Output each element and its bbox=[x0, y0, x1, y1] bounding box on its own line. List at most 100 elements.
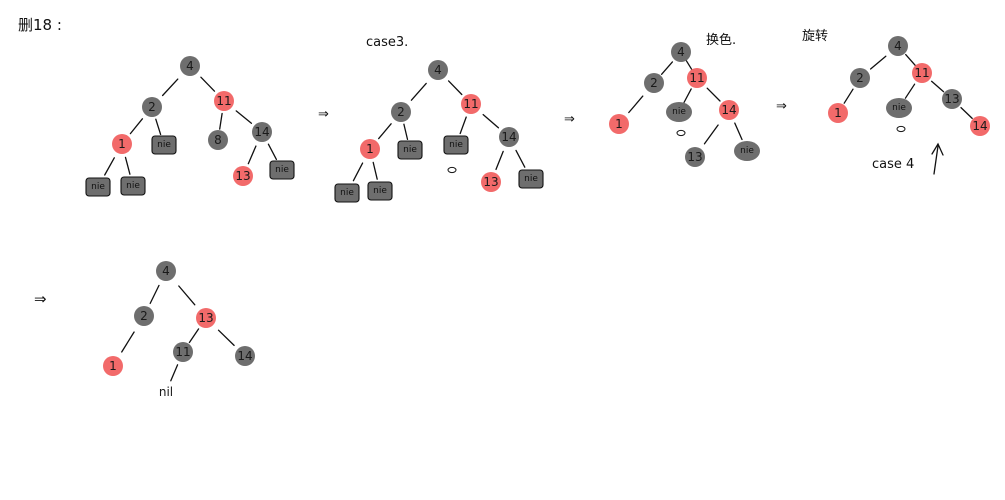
arrow-2: ⇒ bbox=[564, 112, 575, 127]
tree-3-edge-2 bbox=[628, 95, 644, 114]
nil-leaf-box bbox=[269, 160, 295, 180]
tree-1-edge-6 bbox=[104, 157, 115, 176]
tree-1-node-8: nie bbox=[120, 176, 146, 196]
tree-1-node-7: nie bbox=[85, 177, 111, 197]
tree-3-edge-0 bbox=[660, 61, 674, 75]
red-node bbox=[214, 91, 234, 111]
tree-3-node-5: 14 bbox=[719, 100, 739, 120]
red-node bbox=[970, 116, 990, 136]
node-label: 4 bbox=[162, 264, 170, 278]
node-label: 11 bbox=[463, 97, 478, 111]
tree-1-node-5: 8 bbox=[208, 130, 228, 150]
black-node bbox=[942, 89, 962, 109]
nil-leaf-label: nie bbox=[275, 165, 289, 175]
node-label: 4 bbox=[677, 45, 685, 59]
nil-leaf-label: nie bbox=[157, 140, 171, 150]
node-label: 11 bbox=[175, 345, 190, 359]
tree-2-node-6: 14 bbox=[499, 127, 519, 147]
tree-5-node-0: 4 bbox=[156, 261, 176, 281]
black-node bbox=[142, 97, 162, 117]
node-label: 4 bbox=[186, 59, 194, 73]
tree-5-node-3: 1 bbox=[103, 356, 123, 376]
tree-2-edge-8 bbox=[495, 150, 504, 171]
nil-leaf-label: nie bbox=[449, 140, 463, 150]
tree-1-edge-7 bbox=[124, 156, 131, 175]
tree-4-edge-1 bbox=[905, 53, 916, 67]
node-label: 13 bbox=[944, 92, 959, 106]
tree-1-node-4: nie bbox=[151, 135, 177, 155]
nil-leaf-box bbox=[151, 135, 177, 155]
tree-3-edge-3 bbox=[683, 88, 692, 104]
tree-1-edge-1 bbox=[200, 76, 216, 92]
black-node bbox=[134, 306, 154, 326]
black-node bbox=[671, 42, 691, 62]
node-label: 1 bbox=[118, 137, 126, 151]
node-label: 1 bbox=[834, 106, 842, 120]
tree-3-double-black-mark-0 bbox=[676, 129, 686, 137]
nil-leaf-box bbox=[443, 135, 469, 155]
tree-2-edge-2 bbox=[378, 123, 392, 140]
tree-5-edge-1 bbox=[178, 285, 196, 306]
tree-2-edge-0 bbox=[410, 82, 427, 101]
tree-2-node-8: nie bbox=[367, 181, 393, 201]
node-label: 4 bbox=[894, 39, 902, 53]
tree-2-edge-5 bbox=[482, 113, 500, 129]
node-label: 11 bbox=[689, 71, 704, 85]
rotate-note: 旋转 bbox=[802, 29, 828, 44]
tree-3-edge-4 bbox=[706, 87, 721, 102]
tree-2-edge-4 bbox=[459, 116, 467, 135]
tree-2-edge-3 bbox=[403, 123, 409, 141]
tree-5-node-6: nil bbox=[159, 385, 173, 399]
red-node bbox=[112, 134, 132, 154]
tree-2-node-10: nie bbox=[518, 169, 544, 189]
tree-1-edge-9 bbox=[267, 143, 278, 161]
tree-1-node-0: 4 bbox=[180, 56, 200, 76]
tree-4-node-2: 11 bbox=[912, 63, 932, 83]
node-label: 4 bbox=[434, 63, 442, 77]
node-label: 13 bbox=[198, 311, 213, 325]
tree-3-node-7: nie bbox=[734, 141, 760, 161]
red-node bbox=[233, 166, 253, 186]
node-label: 13 bbox=[687, 150, 702, 164]
nil-leaf-box bbox=[120, 176, 146, 196]
tree-4-edge-3 bbox=[904, 83, 916, 99]
tree-1-node-3: 1 bbox=[112, 134, 132, 154]
black-node bbox=[252, 122, 272, 142]
red-node bbox=[196, 308, 216, 328]
tree-5-edge-2 bbox=[121, 331, 135, 353]
black-node bbox=[850, 68, 870, 88]
tree-4-node-5: 13 bbox=[942, 89, 962, 109]
red-node bbox=[360, 139, 380, 159]
black-node bbox=[666, 102, 692, 122]
tree-4-edge-5 bbox=[960, 106, 973, 120]
node-label: 13 bbox=[235, 169, 250, 183]
tree-2-double-black-mark-0 bbox=[447, 166, 457, 174]
arrow-3: ⇒ bbox=[776, 99, 787, 114]
tree-4-edge-4 bbox=[930, 80, 945, 93]
nil-leaf-label: nie bbox=[340, 188, 354, 198]
black-node bbox=[685, 147, 705, 167]
tree-3-edge-1 bbox=[685, 59, 694, 72]
red-node bbox=[609, 114, 629, 134]
tree-1-edge-3 bbox=[155, 118, 162, 136]
tree-4-node-1: 2 bbox=[850, 68, 870, 88]
red-node bbox=[912, 63, 932, 83]
node-label: 2 bbox=[140, 309, 148, 323]
tree-2-node-9: 13 bbox=[481, 172, 501, 192]
nil-leaf-label: nie bbox=[373, 186, 387, 196]
nil-leaf-label: nie bbox=[126, 181, 140, 191]
black-node bbox=[886, 98, 912, 118]
nil-leaf-box bbox=[397, 140, 423, 160]
tree-1-node-9: 13 bbox=[233, 166, 253, 186]
black-node bbox=[235, 346, 255, 366]
arrow-4: ⇒ bbox=[34, 290, 47, 308]
nil-leaf-box bbox=[367, 181, 393, 201]
node-label: 2 bbox=[650, 76, 658, 90]
node-label: 2 bbox=[148, 100, 156, 114]
tree-5-node-2: 13 bbox=[196, 308, 216, 328]
tree-2-node-0: 4 bbox=[428, 60, 448, 80]
tree-5-edge-0 bbox=[149, 284, 160, 305]
red-node bbox=[481, 172, 501, 192]
node-label: 11 bbox=[914, 66, 929, 80]
